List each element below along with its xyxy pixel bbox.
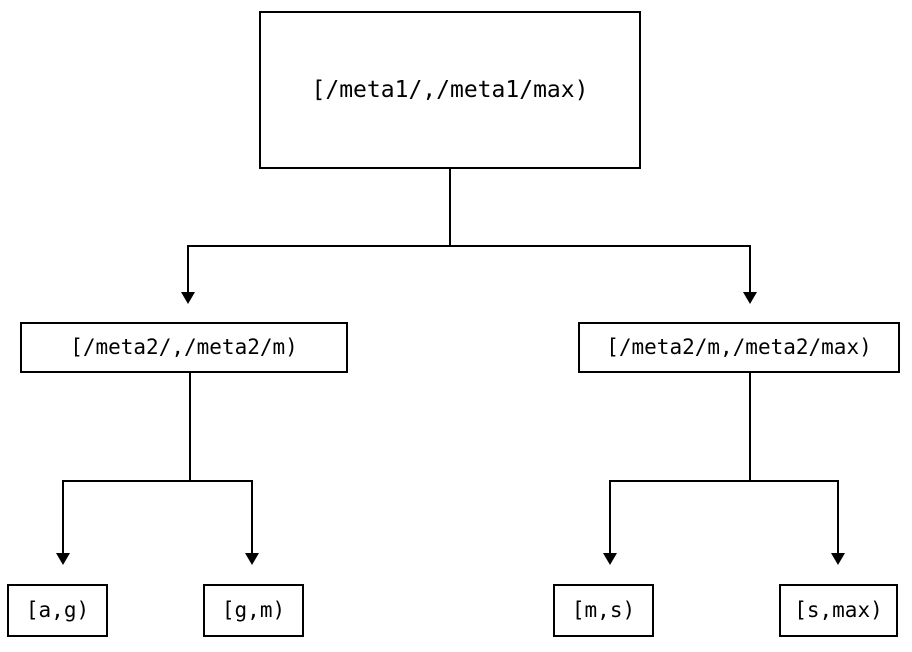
arrowhead-mid-right-to-leaf-smax bbox=[831, 553, 845, 565]
edge-mid-right-crossbar bbox=[609, 480, 839, 482]
node-leaf-gm[interactable]: [g,m) bbox=[203, 584, 304, 637]
edge-mid-left-stem bbox=[189, 373, 191, 482]
edge-mid-right-stem bbox=[749, 373, 751, 482]
node-mid-right[interactable]: [/meta2/m,/meta2/max) bbox=[578, 322, 900, 373]
arrowhead-root-to-mid-left bbox=[181, 292, 195, 304]
edge-mid-right-to-leaf-smax-drop bbox=[837, 480, 839, 554]
node-root-label: [/meta1/,/meta1/max) bbox=[311, 76, 589, 103]
node-leaf-smax-label: [s,max) bbox=[794, 598, 883, 622]
node-root[interactable]: [/meta1/,/meta1/max) bbox=[259, 11, 641, 169]
node-mid-right-label: [/meta2/m,/meta2/max) bbox=[606, 335, 872, 359]
node-leaf-ag-label: [a,g) bbox=[25, 598, 90, 622]
arrowhead-mid-left-to-leaf-ag bbox=[56, 553, 70, 565]
node-leaf-ms-label: [m,s) bbox=[571, 598, 636, 622]
edge-mid-left-to-leaf-gm-drop bbox=[251, 480, 253, 554]
node-mid-left-label: [/meta2/,/meta2/m) bbox=[70, 335, 298, 359]
arrowhead-root-to-mid-right bbox=[743, 292, 757, 304]
edge-mid-left-to-leaf-ag-drop bbox=[62, 480, 64, 554]
edge-root-to-mid-left-drop bbox=[187, 245, 189, 293]
edge-root-stem bbox=[449, 169, 451, 247]
edge-root-crossbar bbox=[187, 245, 751, 247]
node-leaf-ag[interactable]: [a,g) bbox=[7, 584, 108, 637]
node-mid-left[interactable]: [/meta2/,/meta2/m) bbox=[20, 322, 348, 373]
edge-mid-left-crossbar bbox=[62, 480, 253, 482]
edge-mid-right-to-leaf-ms-drop bbox=[609, 480, 611, 554]
node-leaf-gm-label: [g,m) bbox=[221, 598, 286, 622]
edge-root-to-mid-right-drop bbox=[749, 245, 751, 293]
node-leaf-smax[interactable]: [s,max) bbox=[779, 584, 898, 637]
arrowhead-mid-right-to-leaf-ms bbox=[603, 553, 617, 565]
arrowhead-mid-left-to-leaf-gm bbox=[245, 553, 259, 565]
node-leaf-ms[interactable]: [m,s) bbox=[553, 584, 654, 637]
